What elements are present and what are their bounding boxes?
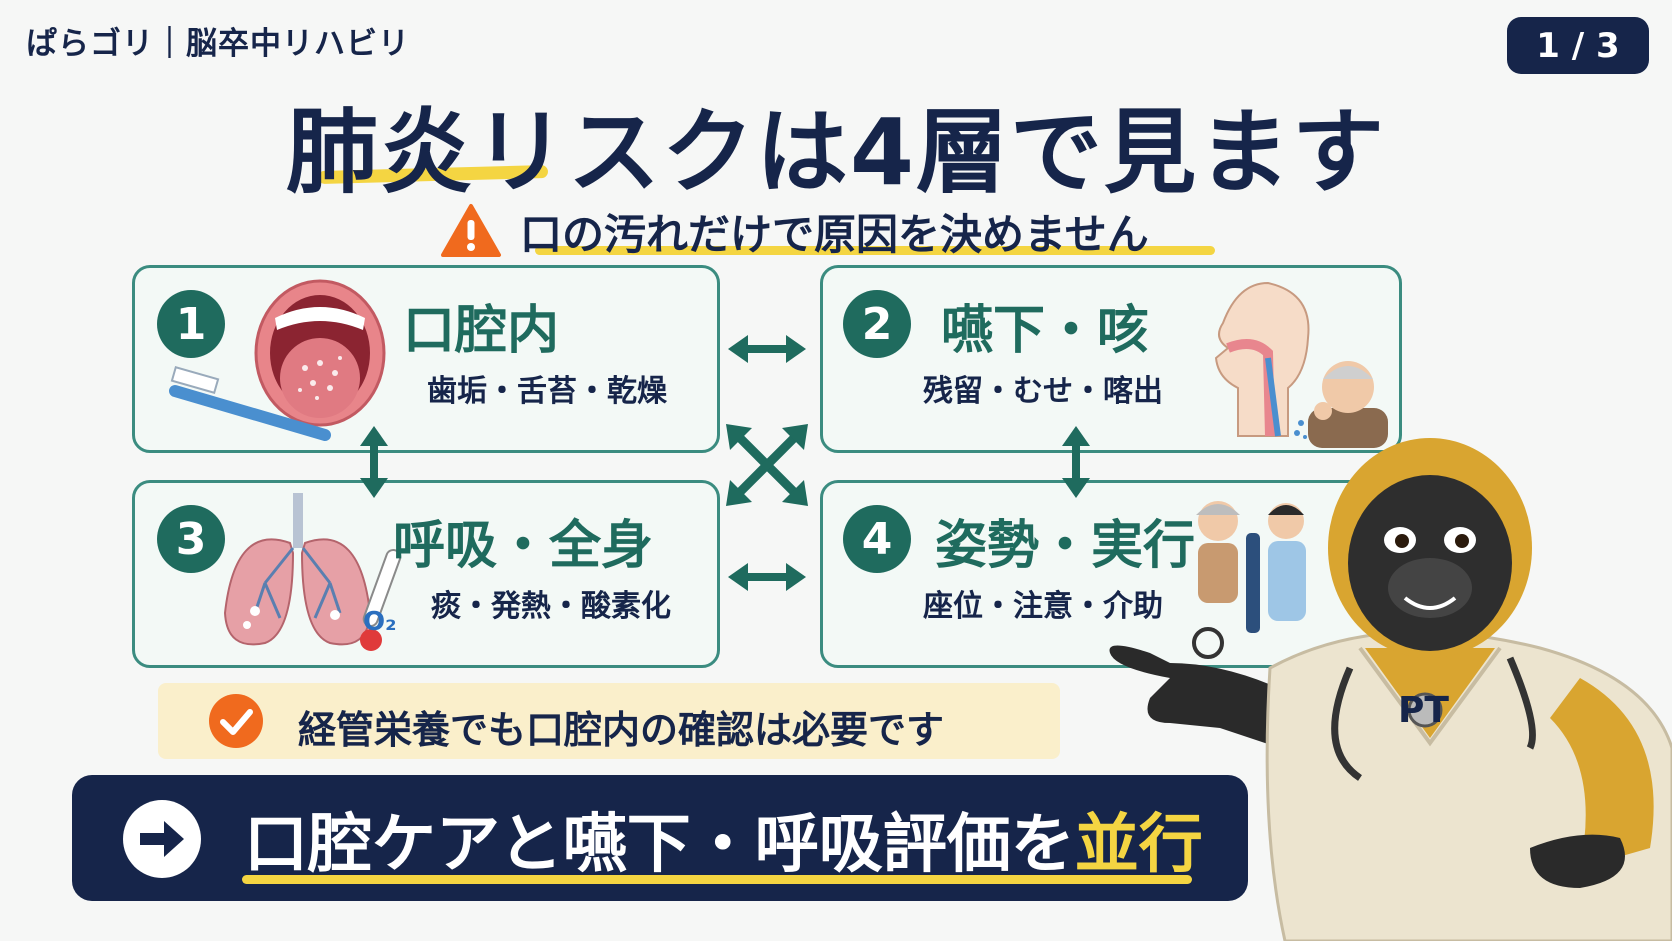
- banner-highlight-text: 並行: [1074, 808, 1203, 882]
- card-subtitle: 痰・発熱・酸素化: [431, 589, 671, 624]
- card-posture: 4 姿勢・実行 座位・注意・介助: [820, 480, 1402, 668]
- card-swallow: 2 嚥下・咳 残留・むせ・喀出: [820, 265, 1402, 453]
- banner-main-text: 口腔ケアと嚥下・呼吸評価を: [244, 808, 1075, 882]
- check-circle-icon: [209, 694, 263, 748]
- card-number: 2: [843, 290, 911, 358]
- card-subtitle: 座位・注意・介助: [923, 589, 1163, 624]
- caregiver-wheelchair-icon: [1192, 501, 1306, 659]
- cross-arrows-icon: [726, 424, 808, 506]
- subtitle: 口の汚れだけで原因を決めません: [520, 209, 1149, 259]
- card-title: 嚥下・咳: [941, 301, 1150, 361]
- page-title: 肺炎リスクは4層で見ます: [285, 99, 1386, 206]
- card-subtitle: 歯垢・舌苔・乾燥: [427, 374, 667, 409]
- card-respiration: 3 O₂ 呼吸・全身 痰・発熱・酸素化: [132, 480, 720, 668]
- subtitle-row: 口の汚れだけで原因を決めません: [440, 200, 1149, 262]
- subtitle-highlight: [535, 246, 1215, 255]
- banner-highlight: [242, 875, 1192, 884]
- arrow-1-3: [360, 426, 388, 498]
- card-title: 呼吸・全身: [393, 516, 654, 576]
- note-box: 経管栄養でも口腔内の確認は必要です: [158, 683, 1060, 759]
- arrow-2-4: [1062, 426, 1090, 498]
- oxygen-label: O₂: [363, 607, 397, 637]
- brand-label: ぱらゴリ｜脳卒中リハビリ: [26, 26, 410, 62]
- toothbrush-icon: [169, 365, 331, 441]
- throat-anatomy-icon: [1214, 281, 1310, 437]
- arrow-right-icon: [123, 800, 201, 878]
- banner-text: 口腔ケアと嚥下・呼吸評価を並行: [244, 793, 1203, 885]
- mouth-icon: [254, 279, 386, 427]
- mascot-badge: PT: [1398, 690, 1449, 731]
- note-text: 経管栄養でも口腔内の確認は必要です: [298, 708, 945, 752]
- arrow-3-4: [728, 563, 806, 591]
- arrow-1-2: [728, 335, 806, 363]
- lungs-icon: [223, 493, 372, 646]
- warning-icon: [441, 204, 501, 257]
- card-title: 姿勢・実行: [935, 516, 1196, 576]
- card-subtitle: 残留・むせ・喀出: [923, 374, 1163, 409]
- card-oral: 1 口腔内 歯垢・舌苔・乾燥: [132, 265, 720, 453]
- gorilla-mascot: [1109, 438, 1672, 941]
- thermometer-icon: [360, 548, 402, 651]
- conclusion-banner: 口腔ケアと嚥下・呼吸評価を並行: [72, 775, 1248, 901]
- card-title: 口腔内: [403, 301, 560, 361]
- page-indicator: 1 / 3: [1507, 17, 1649, 74]
- card-number: 4: [843, 505, 911, 573]
- card-number: 1: [157, 290, 225, 358]
- card-number: 3: [157, 505, 225, 573]
- coughing-person-icon: [1294, 361, 1388, 448]
